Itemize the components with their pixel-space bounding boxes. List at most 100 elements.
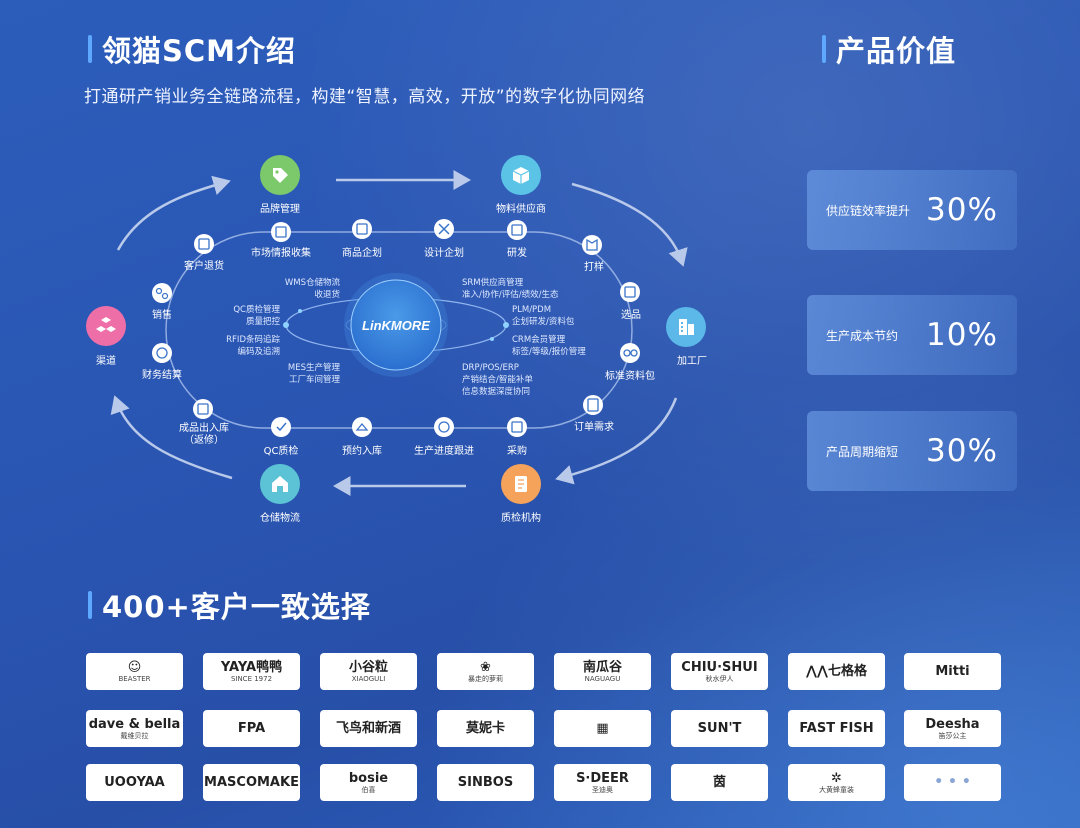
step-label-sales: 销售: [152, 310, 172, 321]
customer-logo-sub: 圣迪奥: [592, 785, 613, 794]
step-label-purchase: 采购: [507, 446, 527, 457]
customer-logo-main: FAST FISH: [799, 721, 874, 736]
flow-arrow-bottom-left: [110, 395, 233, 480]
customer-logo-main: ❀: [480, 659, 491, 675]
page-subtitle: 打通研产销业务全链路流程，构建“智慧，高效，开放”的数字化协同网络: [84, 87, 646, 107]
customer-logo: • • •: [904, 764, 1001, 801]
customer-logo: ❀暴走的萝莉: [437, 653, 534, 690]
big-node-quality-label: 质检机构: [501, 513, 541, 524]
big-node-quality: [501, 464, 541, 504]
cubes-icon: [96, 317, 116, 332]
step-node-sampling: [582, 235, 602, 255]
box-icon: [512, 167, 530, 184]
step-label-market-research: 市场情报收集: [251, 248, 311, 259]
big-node-channel: [86, 306, 126, 346]
customer-logo: SINBOS: [437, 764, 534, 801]
step-node-booking-inbound: [352, 417, 372, 437]
big-node-supplier: [501, 155, 541, 195]
customer-logo: FAST FISH: [788, 710, 885, 747]
module-srm-desc: 准入/协作/评估/绩效/生态: [462, 290, 559, 300]
big-node-brand: [260, 155, 300, 195]
module-crm: CRM会员管理 标签/等级/报价管理: [512, 334, 586, 358]
value-card-label: 供应链效率提升: [826, 203, 911, 218]
page-title-text: 领猫SCM介绍: [102, 34, 297, 68]
step-label-finished-goods: 成品出入库 （返修）: [179, 423, 229, 447]
customer-logo-main: Deesha: [925, 716, 980, 732]
step-label-customer-return: 客户退货: [184, 261, 224, 272]
customer-logo-main: dave & bella: [88, 716, 181, 732]
page-title: 领猫SCM介绍: [88, 28, 296, 70]
value-card-label: 生产成本节约: [826, 328, 899, 343]
step-label-finished-goods-note: （返修）: [184, 435, 224, 446]
customer-logo-sub: 笛莎公主: [938, 731, 967, 740]
step-label-design-planning: 设计企划: [424, 248, 464, 259]
flow-arrow-top-right: [571, 182, 688, 267]
step-node-customer-return: [194, 234, 214, 254]
big-node-supplier-label: 物料供应商: [496, 204, 546, 215]
step-node-design-planning: [434, 219, 454, 239]
title-accent-bar: [88, 35, 92, 63]
customer-logo-main: YAYA鸭鸭: [220, 659, 283, 675]
module-drp-desc2: 信息数据深度协同: [462, 387, 531, 397]
step-node-standard-pack: [620, 343, 640, 363]
value-card-cycle: 产品周期缩短 30%: [807, 411, 1017, 491]
customer-logo: Mitti: [904, 653, 1001, 690]
value-card-efficiency: 供应链效率提升 30%: [807, 170, 1017, 250]
customer-logo-main: ⋀⋀七格格: [806, 664, 867, 679]
step-node-purchase: [507, 417, 527, 437]
big-node-factory-label: 加工厂: [677, 356, 707, 367]
big-node-channel-label: 渠道: [96, 356, 116, 367]
module-drp-name: DRP/POS/ERP: [462, 363, 519, 373]
module-mes-name: MES生产管理: [287, 363, 340, 373]
customer-logo-main: 莫妮卡: [465, 721, 505, 736]
module-wms-name: WMS仓储物流: [284, 278, 340, 288]
report-icon: [515, 476, 527, 492]
customer-logo-sub: XIAOGULI: [351, 674, 386, 683]
value-card-label: 产品周期缩短: [826, 444, 899, 459]
customer-logo-sub: 大黄蜂童装: [819, 785, 854, 794]
module-qc: QC质检管理 质量把控: [233, 304, 280, 328]
step-label-product-planning: 商品企划: [342, 248, 382, 259]
customer-logo-sub: NAGUAGU: [584, 674, 621, 683]
step-node-market-research: [271, 222, 291, 242]
customer-logo-main: Mitti: [935, 664, 970, 679]
customer-logo-sub: SINCE 1972: [230, 674, 273, 683]
value-card-number: 30%: [926, 192, 998, 228]
customer-logo: UOOYAA: [86, 764, 183, 801]
customer-logo-main: ☺: [127, 659, 142, 675]
value-section-title-text: 产品价值: [836, 34, 957, 68]
customer-logo-sub: 暴走的萝莉: [468, 674, 503, 683]
customer-logo-main: 飞鸟和新酒: [335, 721, 401, 736]
step-node-qc: [271, 417, 291, 437]
value-card-number: 10%: [926, 317, 998, 353]
module-qc-desc: 质量把控: [245, 317, 280, 327]
module-plm-desc: 企划研发/资料包: [512, 317, 575, 327]
step-node-sales: [152, 283, 172, 303]
step-label-qc: QC质检: [263, 446, 299, 457]
step-node-production-tracking: [434, 417, 454, 437]
step-label-finance: 财务结算: [142, 370, 182, 381]
customer-logo-main: ✲: [831, 770, 842, 786]
customer-logo-sub: BEASTER: [118, 674, 151, 683]
step-node-selection: [620, 282, 640, 302]
module-plm: PLM/PDM 企划研发/资料包: [512, 304, 574, 328]
module-qc-name: QC质检管理: [233, 305, 280, 315]
title-accent-bar: [822, 35, 826, 63]
value-card-cost: 生产成本节约 10%: [807, 295, 1017, 375]
customer-logo: ✲大黄蜂童装: [788, 764, 885, 801]
title-accent-bar: [88, 591, 92, 619]
step-label-selection: 选品: [621, 310, 641, 321]
customer-logo: SUN'T: [671, 710, 768, 747]
building-icon: [679, 319, 694, 335]
module-srm: SRM供应商管理 准入/协作/评估/绩效/生态: [462, 277, 558, 301]
big-node-warehouse: [260, 464, 300, 504]
module-plm-name: PLM/PDM: [512, 305, 552, 315]
customer-logo-sub: 伯喜: [361, 785, 376, 794]
